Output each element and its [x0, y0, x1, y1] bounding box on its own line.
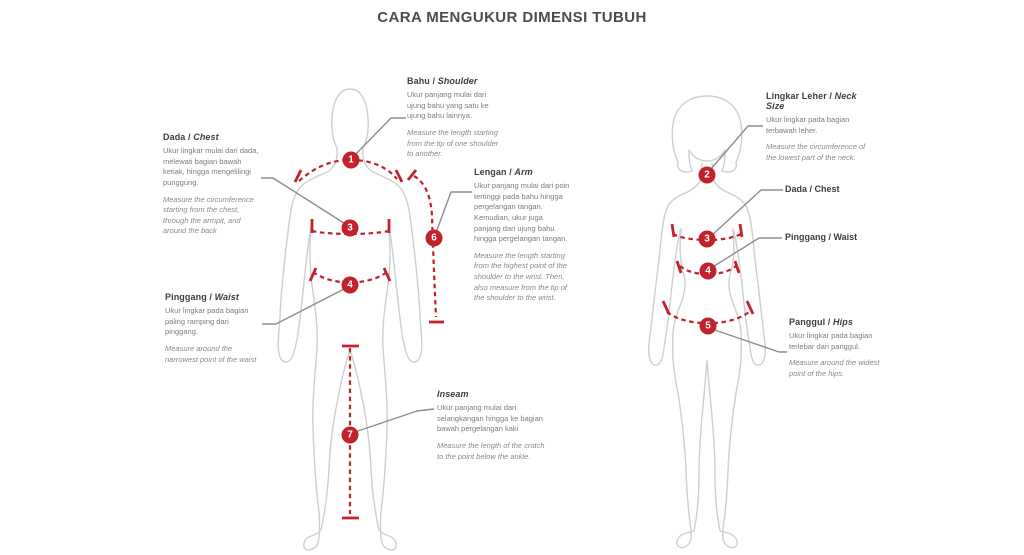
connector-chest-left: [261, 177, 348, 226]
connector-neck: [710, 125, 763, 170]
desc-english: Measure the length starting from the tip…: [407, 127, 499, 159]
measure-block-arm: Lengan / Arm Ukur panjang mulai dari poi…: [474, 167, 570, 304]
measure-block-hips: Panggul / Hips Ukur lingkar pada bagian …: [789, 317, 889, 380]
male-head-outline: [331, 88, 369, 149]
block-title-arm: Lengan / Arm: [474, 167, 570, 177]
desc-english: Measure the circumference of the lowest …: [766, 142, 866, 162]
chest-tick-left-female: [670, 223, 676, 238]
desc-indonesian: Ukur lingkar pada bagian paling ramping …: [165, 306, 249, 337]
measure-block-inseam: Inseam Ukur panjang mulai dari selangkan…: [437, 389, 549, 462]
female-body-outline: [648, 180, 766, 549]
desc-english: Measure the length starting from the hig…: [474, 250, 567, 303]
connector-shoulder: [352, 117, 406, 158]
measure-block-shoulder: Bahu / Shoulder Ukur panjang mulai dari …: [407, 76, 505, 160]
desc-indonesian: Ukur lingkar pada bagian terlebar dari p…: [789, 331, 873, 351]
connector-waist-right: [710, 237, 782, 269]
desc-english: Measure the circumference starting from …: [163, 194, 254, 236]
hips-tick-left: [661, 300, 671, 315]
block-title-shoulder: Bahu / Shoulder: [407, 76, 505, 86]
title-english: Inseam: [437, 389, 469, 399]
chest-tick-right-female: [738, 223, 744, 238]
label-chest-right: Dada / Chest: [785, 184, 840, 194]
marker-6-arm: 6: [425, 229, 443, 247]
hips-tick-right: [745, 300, 755, 315]
desc-indonesian: Ukur panjang mulai dari poin tertinggi p…: [474, 181, 570, 244]
waist-tick-right-female: [733, 260, 741, 274]
waist-tick-right: [382, 267, 392, 282]
marker-5-hips: 5: [699, 317, 717, 335]
desc-english: Measure around the widest point of the h…: [789, 358, 880, 378]
title-english: Shoulder: [437, 76, 478, 86]
desc-indonesian: Ukur lingkar mulai dari dada, melewati b…: [163, 146, 259, 187]
desc-indonesian: Ukur lingkar pada bagian terbawah leher.: [766, 115, 850, 135]
waist-tick-left: [308, 267, 318, 282]
measure-block-chest-left: Dada / Chest Ukur lingkar mulai dari dad…: [163, 132, 261, 237]
desc-english: Measure around the narrowest point of th…: [165, 343, 257, 364]
block-title-inseam: Inseam: [437, 389, 549, 399]
connector-lines: [261, 117, 787, 433]
measure-block-waist-left: Pinggang / Waist Ukur lingkar pada bagia…: [165, 292, 263, 365]
arm-measure-line: [413, 175, 438, 318]
arm-tick-top: [406, 169, 418, 181]
desc-indonesian: Ukur panjang mulai dari ujung bahu yang …: [407, 90, 489, 121]
female-hair-outline: [671, 95, 743, 173]
title-indonesian: Lengan /: [474, 167, 512, 177]
title-indonesian: Lingkar Leher /: [766, 91, 833, 101]
connector-inseam: [354, 408, 435, 433]
title-english: Hips: [833, 317, 853, 327]
desc-english: Measure the length of the crotch to the …: [437, 440, 545, 461]
desc-indonesian: Ukur panjang mulai dari selangkangan hin…: [437, 403, 543, 434]
page-title: CARA MENGUKUR DIMENSI TUBUH: [377, 9, 647, 26]
title-english: Neck Size: [766, 91, 857, 111]
waist-tick-left-female: [675, 260, 683, 274]
marker-3-chest-female: 3: [698, 230, 716, 248]
title-indonesian: Panggul /: [789, 317, 831, 327]
block-title-hips: Panggul / Hips: [789, 317, 889, 327]
title-english: Arm: [514, 167, 533, 177]
block-title-chest: Dada / Chest: [163, 132, 261, 142]
title-indonesian: Bahu /: [407, 76, 436, 86]
marker-4-waist-male: 4: [341, 276, 359, 294]
shoulder-tick-left: [293, 169, 303, 183]
connector-hips: [711, 328, 787, 353]
marker-4-waist-female: 4: [699, 262, 717, 280]
marker-3-chest-male: 3: [341, 219, 359, 237]
title-english: Chest: [193, 132, 219, 142]
title-indonesian: Dada /: [163, 132, 191, 142]
marker-2-neck: 2: [698, 166, 716, 184]
connector-waist-left: [262, 287, 347, 325]
label-waist-right: Pinggang / Waist: [785, 232, 858, 242]
block-title-neck: Lingkar Leher / Neck Size: [766, 91, 874, 111]
marker-7-inseam: 7: [341, 426, 359, 444]
connector-arm: [436, 191, 472, 231]
measure-block-neck: Lingkar Leher / Neck Size Ukur lingkar p…: [766, 91, 874, 164]
title-english: Waist: [214, 292, 239, 302]
shoulder-tick-right: [394, 169, 404, 183]
title-indonesian: Pinggang /: [165, 292, 212, 302]
block-title-waist: Pinggang / Waist: [165, 292, 263, 302]
connector-chest-right: [710, 189, 783, 237]
marker-1-shoulder: 1: [342, 151, 360, 169]
